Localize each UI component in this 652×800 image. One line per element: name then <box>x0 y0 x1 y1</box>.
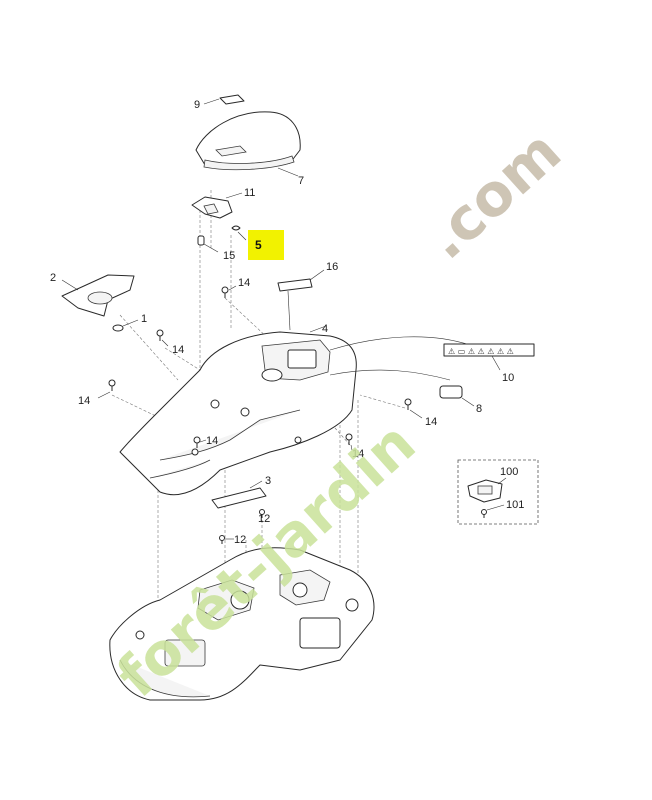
part-4-housing <box>119 325 471 496</box>
svg-text:⚠ ▭ ⚠ ⚠ ⚠ ⚠ ⚠: ⚠ ▭ ⚠ ⚠ ⚠ ⚠ ⚠ <box>448 347 514 356</box>
part-8-sensor <box>439 385 475 407</box>
part-9-label <box>203 94 245 105</box>
callout-100: 100 <box>500 466 518 478</box>
callout-4: 4 <box>322 323 328 335</box>
callout-16: 16 <box>326 261 338 273</box>
callout-14: 14 <box>78 395 90 407</box>
screw-12 <box>219 535 234 544</box>
callout-1: 1 <box>141 313 147 325</box>
screw-12 <box>259 509 265 518</box>
part-1-bushing <box>112 319 139 332</box>
screw-14 <box>221 285 237 298</box>
inset-box <box>457 459 539 525</box>
screws-12 <box>219 509 265 544</box>
part-2-bracket <box>61 274 135 317</box>
callout-9: 9 <box>194 99 200 111</box>
screw-14 <box>345 433 353 451</box>
part-11-clip <box>191 192 243 219</box>
part-16-plate <box>277 269 325 331</box>
callout-12: 12 <box>258 513 270 525</box>
screw-14 <box>156 329 169 347</box>
watermark-site-part2: .com <box>412 117 574 272</box>
part-5-spring <box>231 225 247 241</box>
callout-101: 101 <box>506 499 524 511</box>
callout-2: 2 <box>50 272 56 284</box>
callout-12: 12 <box>234 534 246 546</box>
callout-15: 15 <box>223 250 235 262</box>
callout-10: 10 <box>502 372 514 384</box>
part-3-plate <box>211 480 267 509</box>
callout-14: 14 <box>172 344 184 356</box>
callout-8: 8 <box>476 403 482 415</box>
callout-11: 11 <box>244 187 255 199</box>
screw-14 <box>97 379 116 399</box>
callout-7: 7 <box>298 175 304 187</box>
screw-14 <box>404 398 423 419</box>
callout-14: 14 <box>425 416 437 428</box>
callout-14: 14 <box>206 435 218 447</box>
part-10-warning-label: ⚠ ▭ ⚠ ⚠ ⚠ ⚠ ⚠ <box>443 343 535 371</box>
callout-14: 14 <box>352 448 364 460</box>
lower-chassis <box>109 547 375 701</box>
callout-3: 3 <box>265 475 271 487</box>
callout-14: 14 <box>238 277 250 289</box>
part-5-highlight <box>248 230 284 260</box>
screws-14 <box>97 285 423 451</box>
callout-5: 5 <box>255 238 262 252</box>
part-15-pin <box>197 235 219 253</box>
part-7-cover <box>195 111 301 177</box>
screw-14 <box>193 436 207 448</box>
callouts: 9 7 11 5 15 16 2 14 1 4 14 10 14 8 14 14… <box>50 99 524 546</box>
